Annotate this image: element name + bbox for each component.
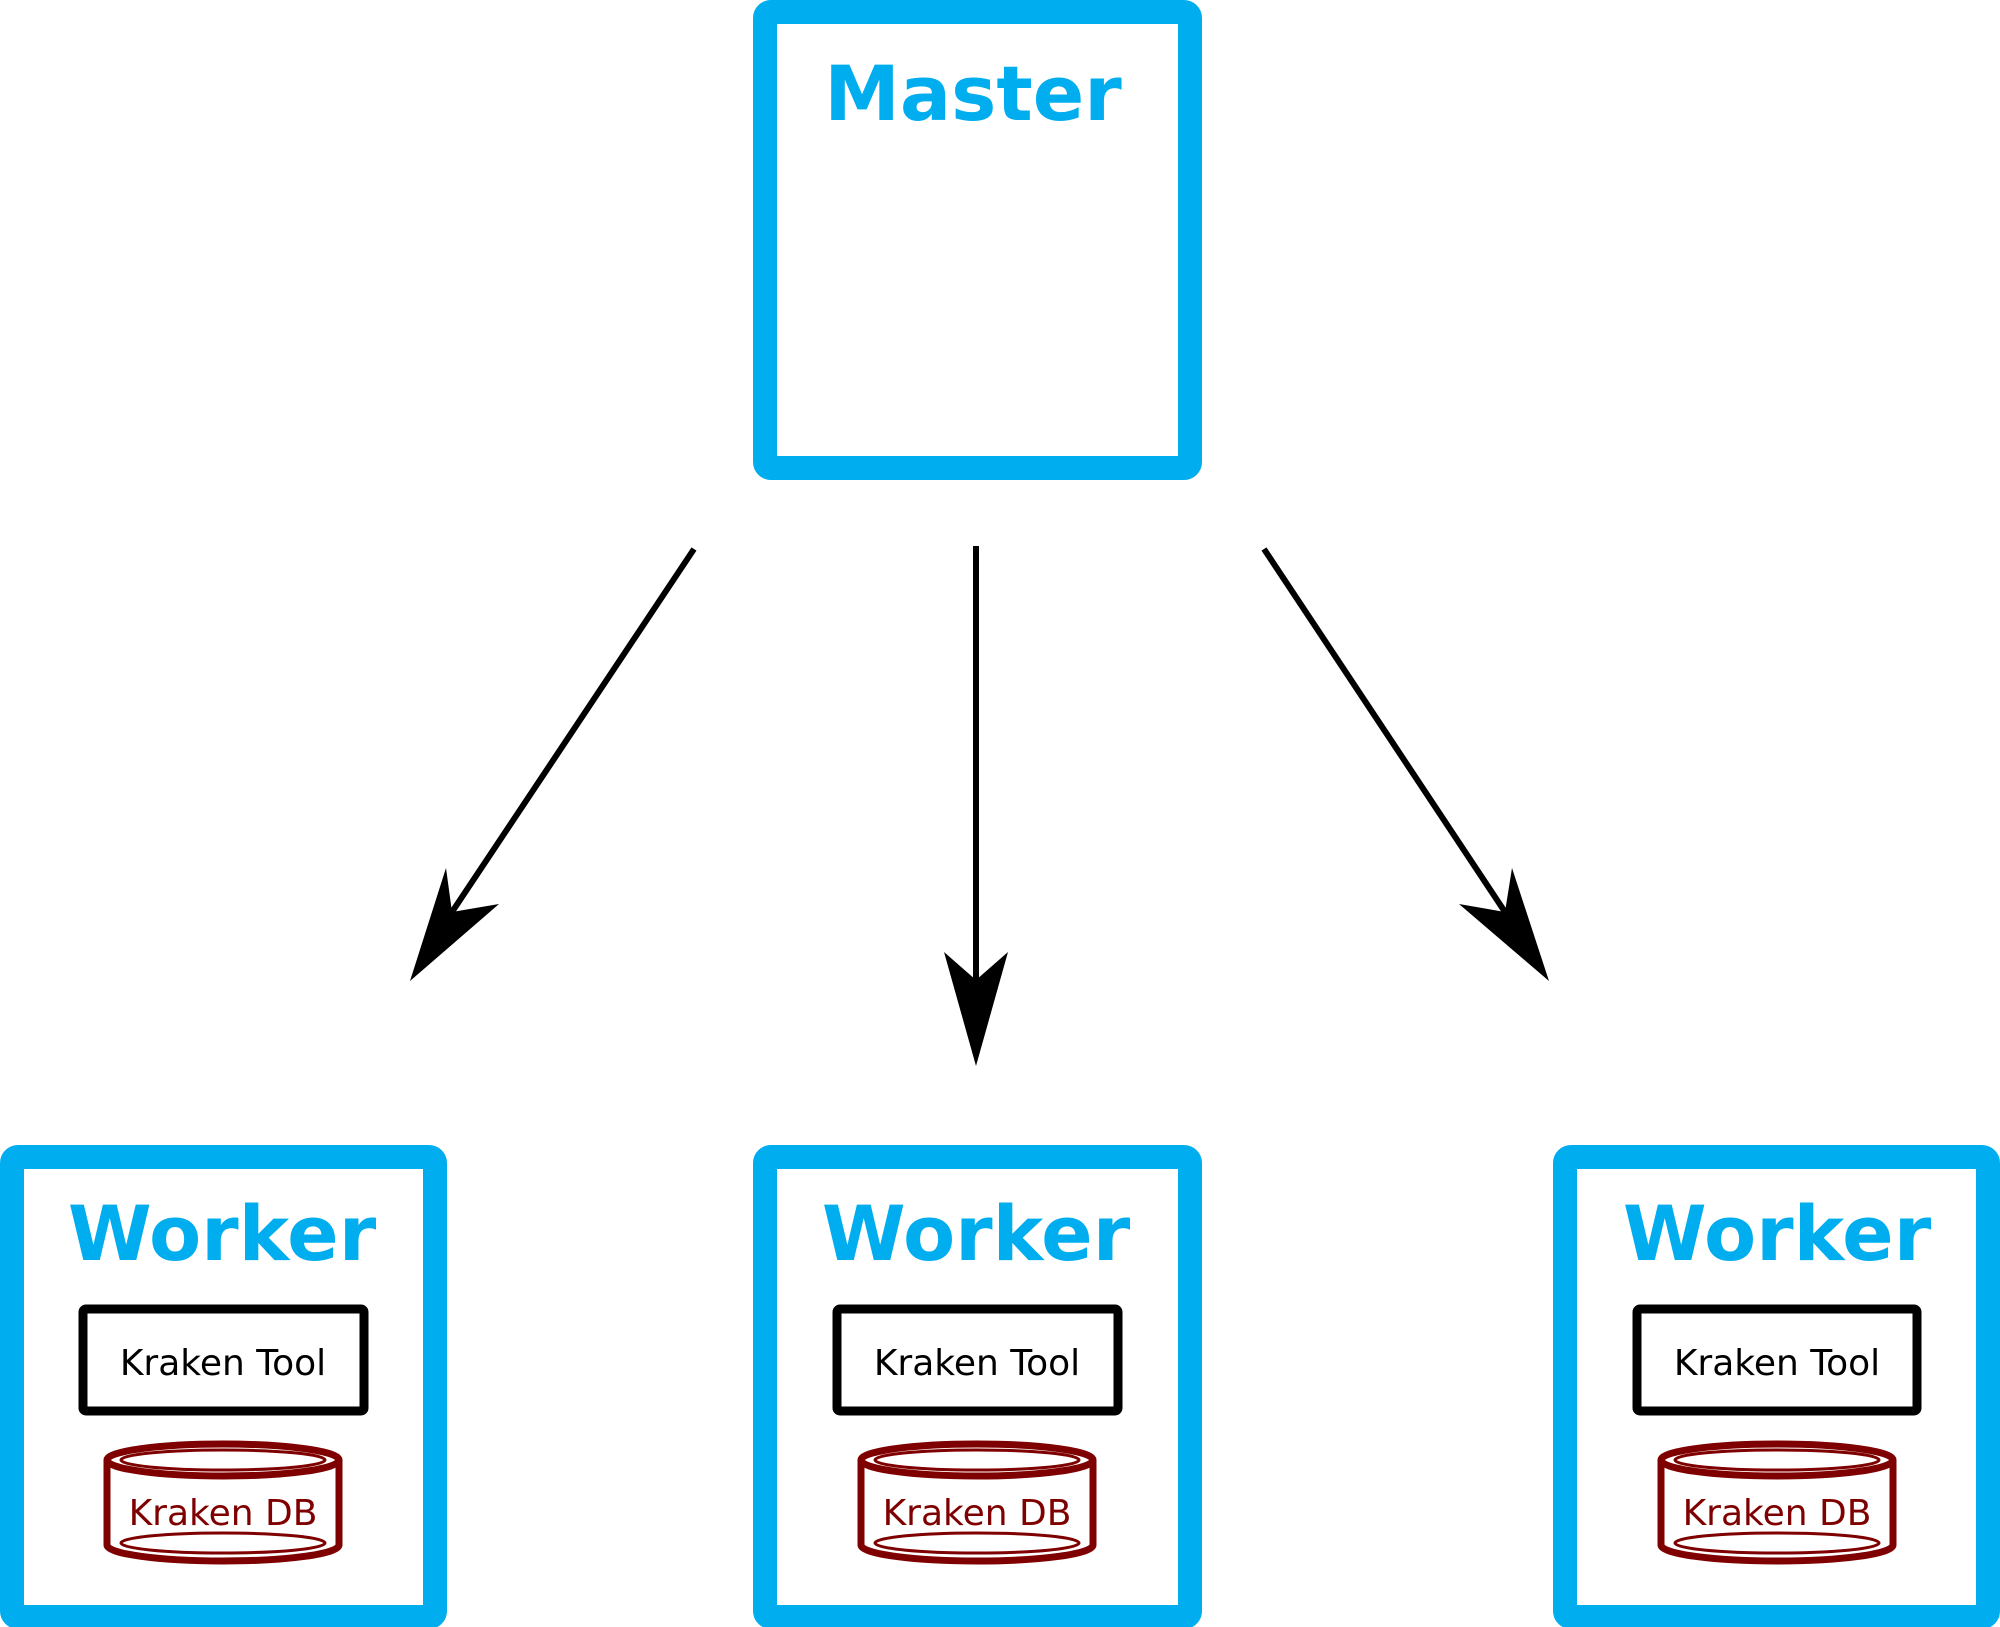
database-cylinder-icon: [857, 1440, 1097, 1565]
kraken-tool-label: Kraken Tool: [1674, 1343, 1880, 1384]
worker-title: Worker: [68, 1189, 377, 1278]
db-top-inner: [873, 1448, 1081, 1472]
edge-line: [449, 547, 697, 914]
kraken-tool-label: Kraken Tool: [874, 1343, 1080, 1384]
worker-node-3: Worker Kraken Tool Kraken DB: [1553, 1145, 2000, 1627]
arrowhead-icon: [410, 868, 499, 981]
worker-title: Worker: [1623, 1189, 1932, 1278]
kraken-db-label: Kraken DB: [129, 1493, 318, 1534]
worker-title: Worker: [822, 1189, 1131, 1278]
db-bottom-inner: [873, 1531, 1081, 1555]
db-bottom-inner: [119, 1531, 327, 1555]
edge-master-worker-1: [410, 547, 697, 981]
edge-master-worker-3: [1261, 547, 1549, 981]
master-title: Master: [824, 49, 1122, 138]
db-bottom-inner: [1673, 1531, 1881, 1555]
arrowhead-icon: [1459, 868, 1549, 981]
worker-node-2: Worker Kraken Tool Kraken DB: [753, 1145, 1202, 1627]
worker-node-1: Worker Kraken Tool Kraken DB: [0, 1145, 447, 1627]
arrowhead-icon: [944, 952, 1008, 1066]
db-top-inner: [1673, 1448, 1881, 1472]
kraken-tool-box: [1632, 1304, 1922, 1416]
kraken-tool-box: [78, 1304, 369, 1416]
edge-master-worker-2: [944, 546, 1008, 1066]
kraken-tool-label: Kraken Tool: [120, 1343, 326, 1384]
database-cylinder-icon: [103, 1440, 343, 1565]
edges: [410, 546, 1549, 1066]
master-box: [753, 0, 1202, 480]
kraken-tool-box: [832, 1304, 1123, 1416]
master-node: Master: [753, 0, 1202, 480]
kraken-db-label: Kraken DB: [1683, 1493, 1872, 1534]
db-top-inner: [119, 1448, 327, 1472]
edge-line: [1261, 547, 1508, 914]
kraken-db-label: Kraken DB: [883, 1493, 1072, 1534]
database-cylinder-icon: [1657, 1440, 1897, 1565]
